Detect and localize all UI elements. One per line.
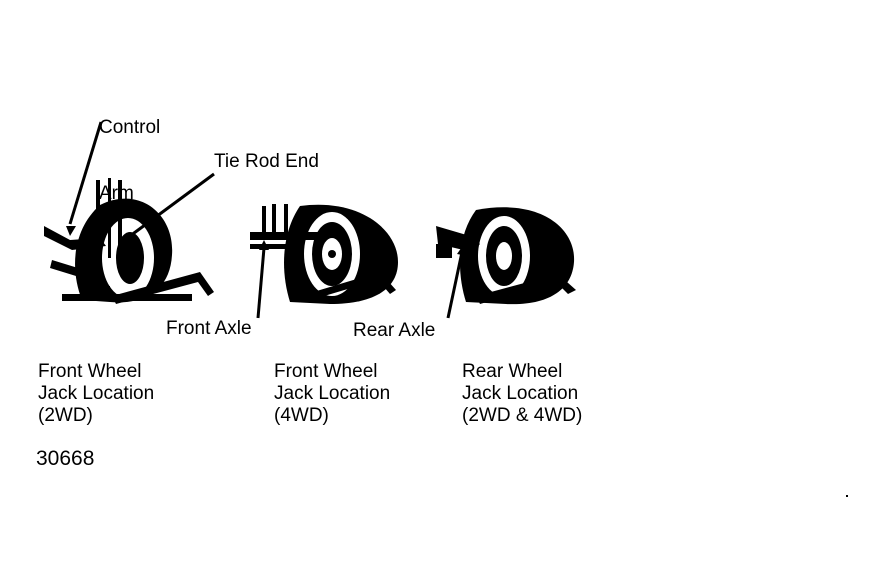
control-arm-label-line2: Arm: [99, 183, 134, 204]
caption-line3: (2WD & 4WD): [462, 405, 583, 426]
caption-rear-wheel: Rear Wheel Jack Location (2WD & 4WD): [462, 361, 582, 427]
caption-front-wheel-4wd: Front Wheel Jack Location (4WD): [274, 361, 390, 427]
caption-line2: Jack Location: [38, 383, 155, 404]
caption-line1: Rear Wheel: [462, 361, 563, 382]
control-arm-label-line1: Control: [99, 117, 161, 138]
caption-front-wheel-2wd: Front Wheel Jack Location (2WD): [38, 361, 154, 427]
tie-rod-end-label: Tie Rod End: [214, 151, 319, 172]
front-wheel-2wd-illustration: [44, 121, 215, 304]
caption-line1: Front Wheel: [38, 361, 142, 382]
front-axle-label: Front Axle: [166, 318, 252, 339]
rear-axle-label: Rear Axle: [353, 320, 436, 341]
caption-line3: (2WD): [38, 405, 93, 426]
caption-line3: (4WD): [274, 405, 329, 426]
front-wheel-4wd-illustration: [250, 204, 398, 319]
stray-dot: [846, 495, 848, 497]
caption-line2: Jack Location: [274, 383, 391, 404]
rear-wheel-illustration: [436, 207, 576, 319]
caption-line1: Front Wheel: [274, 361, 378, 382]
figure-number: 30668: [36, 447, 95, 470]
control-arm-label: Control Arm: [99, 73, 160, 227]
caption-line2: Jack Location: [462, 383, 579, 404]
